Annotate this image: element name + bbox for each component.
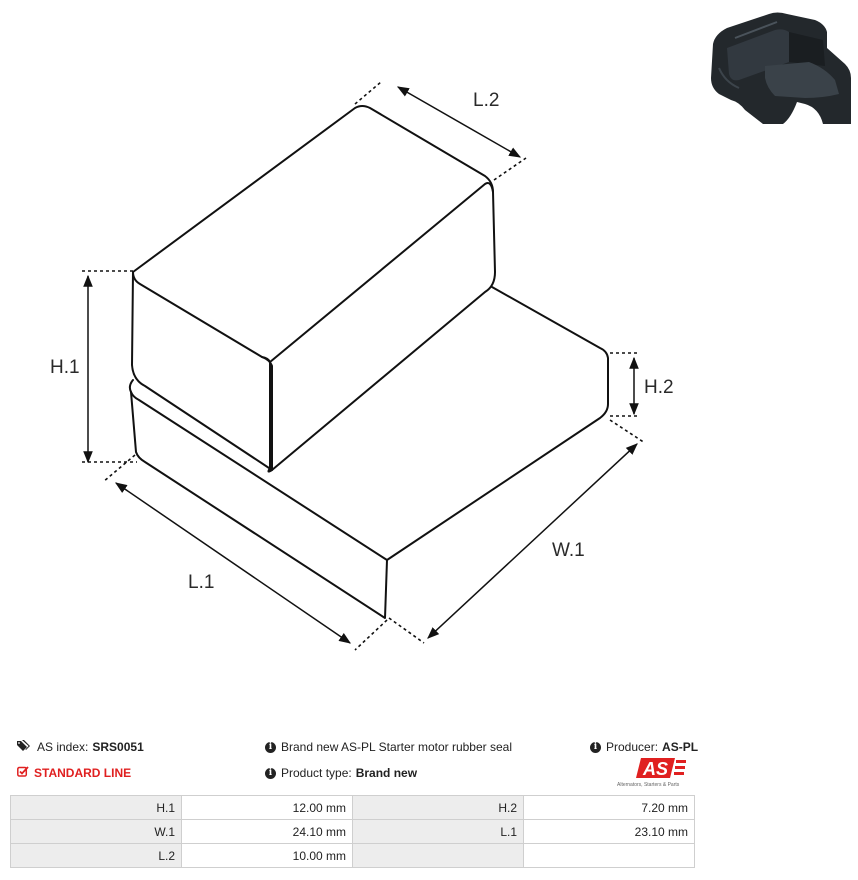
description-text: Brand new AS-PL Starter motor rubber sea… [281, 740, 512, 754]
as-index-value: SRS0051 [92, 740, 144, 754]
logo-caption: Alternators, Starters & Parts [617, 782, 680, 788]
table-row: L.2 10.00 mm [10, 843, 695, 868]
spec-value: 24.10 mm [181, 819, 353, 844]
producer-value: AS-PL [662, 740, 699, 754]
table-row: W.1 24.10 mm L.1 23.10 mm [10, 819, 695, 844]
product-type-value: Brand new [355, 766, 418, 780]
spec-value [523, 843, 695, 868]
producer: i Producer: AS-PL [590, 740, 698, 754]
dim-label-h1: H.1 [50, 357, 80, 378]
base-block [128, 286, 609, 619]
logo-text: AS [642, 759, 668, 779]
spec-value: 23.10 mm [523, 819, 695, 844]
standard-line: STANDARD LINE [17, 766, 131, 780]
product-type-label: Product type: [281, 766, 352, 780]
dim-label-l1: L.1 [188, 572, 214, 593]
rubber-seal-photo [711, 12, 851, 124]
dim-label-h2: H.2 [644, 377, 674, 398]
standard-line-label: STANDARD LINE [34, 766, 132, 780]
info-icon: i [265, 767, 276, 779]
info-icon: i [265, 741, 276, 753]
tags-icon [17, 740, 32, 754]
info-icon: i [590, 741, 601, 753]
spec-key: W.1 [10, 819, 182, 844]
spec-value: 12.00 mm [181, 795, 353, 820]
spec-key [352, 843, 524, 868]
dim-label-l2: L.2 [473, 90, 499, 111]
producer-label: Producer: [606, 740, 659, 754]
product-type: i Product type: Brand new [265, 766, 417, 780]
spec-value: 7.20 mm [523, 795, 695, 820]
as-pl-logo: AS Alternators, Starters & Parts [617, 758, 686, 788]
as-index: AS index: SRS0051 [17, 740, 144, 754]
as-index-label: AS index: [37, 740, 89, 754]
top-block [131, 105, 496, 473]
table-row: H.1 12.00 mm H.2 7.20 mm [10, 795, 695, 820]
technical-drawing: L.2 H.1 H.2 L.1 W.1 [50, 81, 674, 651]
spec-key: H.1 [10, 795, 182, 820]
checkbox-checked-icon [17, 766, 29, 780]
product-description: i Brand new AS-PL Starter motor rubber s… [265, 740, 512, 754]
dim-arrow-l2 [396, 86, 522, 158]
spec-value: 10.00 mm [181, 843, 353, 868]
spec-key: L.2 [10, 843, 182, 868]
dim-label-w1: W.1 [552, 540, 585, 561]
specs-table: H.1 12.00 mm H.2 7.20 mm W.1 24.10 mm L.… [10, 795, 695, 868]
spec-key: L.1 [352, 819, 524, 844]
dim-arrow-w1 [427, 443, 638, 639]
spec-key: H.2 [352, 795, 524, 820]
dim-arrow-l1 [115, 482, 351, 644]
